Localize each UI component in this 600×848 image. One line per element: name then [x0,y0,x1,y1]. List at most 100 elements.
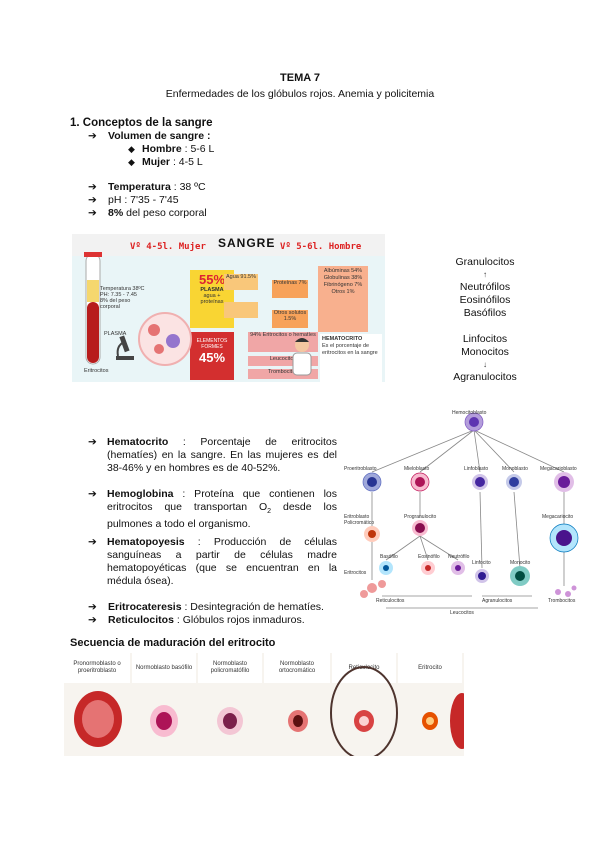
temperatura-line: ➔ Temperatura : 38 ºC [88,181,206,194]
lbl-eritrocitos: Eritrocitos [344,570,367,576]
sangre-infographic: Vº 4-5l. Mujer SANGRE Vº 5-6l. Hombre Te… [72,234,385,382]
eritrocateresis-term: Eritrocateresis [108,601,182,613]
proteinas-detail: Albúminas 54% Globulinas 38% Fibrinógeno… [318,266,368,332]
lbl-monoblasto: Monoblasto [502,466,528,472]
temperatura-value: : 38 ºC [173,181,206,193]
diamond-bullet-icon: ◆ [128,157,135,167]
lbl-reticulocitos: Reticulocitos [376,598,405,604]
reticulocitos-text: : Glóbulos rojos inmaduros. [173,614,305,626]
hematopoyesis-lines [360,412,579,609]
hematocrito-term: Hematocrito [107,436,169,448]
hematopoyesis-term: Hematopoyesis [107,536,185,548]
lbl-megacariocito: Megacariocito [542,514,574,520]
lbl-monocito: Monocito [510,560,531,566]
elementos-box: ELEMENTOS FORMES 45% [190,332,234,380]
plasma-sub: agua + proteínas [200,293,224,305]
plasma-label: PLASMA [200,287,224,293]
arrow-right-icon: ➔ [88,488,97,500]
peso-line: ➔8% del peso corporal [88,207,207,220]
diamond-bullet-icon: ◆ [128,144,135,154]
mujer-label: Mujer [142,156,171,168]
volumen-label: Volumen de sangre : [108,130,211,142]
ph-text: pH : 7'35 - 7'45 [108,194,179,206]
col-header-5: Eritrocito [398,653,462,683]
arrow-right-icon: ➔ [88,181,97,193]
proteinas-box: Proteínas 7% [272,280,308,298]
ph-line: ➔pH : 7'35 - 7'45 [88,194,179,207]
arrow-right-icon: ➔ [88,130,97,142]
lbl-eosinofilo: Eosinófilo [418,554,440,560]
hematocrito-text: : Porcentaje de eritrocitos (hematíes) e… [107,436,337,474]
lbl-proeritroblasto: Proeritroblasto [344,466,377,472]
albuminas-text: Albúminas 54% [323,268,363,274]
lbl-linfoblasto: Linfoblasto [464,466,489,472]
basofilos-label: Basófilos [463,307,507,319]
hombre-line: ◆ Hombre : 5-6 L [128,143,214,156]
hematocrito-note-def: Es el porcentaje de eritrocitos en la sa… [322,343,378,356]
hematopoyesis-def: Hematopoyesis : Producción de células sa… [107,536,337,588]
maduracion-cells [74,666,464,756]
reticulocitos-term: Reticulocitos [108,614,174,626]
arrow-right-icon: ➔ [88,601,97,613]
hematocrito-def: Hematocrito : Porcentaje de eritrocitos … [107,436,337,475]
arrow-right-icon: ➔ [88,436,97,448]
peso-text: del peso corporal [123,207,207,219]
hematocrito-note: HEMATOCRITO Es el porcentaje de eritroci… [320,334,382,382]
maduracion-title: Secuencia de maduración del eritrocito [70,637,276,649]
leucocitos-box: Leucocitos [248,356,318,366]
mujer-value: : 4-5 L [172,156,203,168]
ph-note: PH: 7.35 - 7.45 [100,292,137,298]
col-header-2: Normoblasto policromatófilo [198,653,262,683]
agranulocitos-label: Agranulocitos [453,371,517,383]
infographic-mujer: Vº 4-5l. Mujer [130,242,206,252]
infographic-title: SANGRE [218,236,276,250]
arrow-right-icon: ➔ [88,614,97,626]
down-arrow-icon: ↓ [483,360,487,369]
lbl-agranulocitos: Agranulocitos [482,598,513,604]
infographic-hombre: Vº 5-6l. Hombre [280,242,362,252]
elementos-label: ELEMENTOS FORMES [196,338,228,350]
neutrofilos-label: Neutrófilos [459,281,511,293]
lbl-mieloblasto: Mieloblasto [404,466,430,472]
hemoglobina-text2: desde los pulmones a todo el organismo. [107,501,337,531]
hemoglobina-term: Hemoglobina [107,488,174,500]
globulinas-text: Globulinas 38% [323,275,363,281]
temperatura-label: Temperatura [108,181,171,193]
hematopoyesis-diagram: Hemocitoblasto Proeritroblasto Mieloblas… [342,410,592,622]
hematocrito-note-label: HEMATOCRITO [322,336,363,342]
elementos-percent: 45% [198,350,226,365]
maduracion-strip: Pronormoblasto o proeritroblasto Normobl… [64,653,464,756]
lbl-megacarioblasto: Megacarioblasto [540,466,577,472]
up-arrow-icon: ↑ [483,270,487,279]
peso-note: 8% del peso corporal [100,298,131,310]
eosinofilos-label: Eosinófilos [459,294,511,306]
eritrocateresis-line: ➔ Eritrocateresis : Desintegración de hem… [88,601,324,614]
otros-solutos-small [224,302,258,318]
arrow-right-icon: ➔ [88,536,97,548]
microscope-icon [116,335,134,360]
hombre-label: Hombre [142,143,182,155]
page-title: TEMA 7 [280,72,320,84]
page-subtitle: Enfermedades de los glóbulos rojos. Anem… [165,88,435,100]
blood-cells-image [138,312,192,366]
plasma-percent: 55% [198,272,226,287]
peso-bold: 8% [108,207,124,219]
tube-bottom-label: Eritrocitos [84,368,109,374]
eritrocateresis-text: : Desintegración de hematíes. [181,601,324,613]
lbl-neutrofilo: Neutrófilo [448,554,470,560]
mujer-line: ◆ Mujer : 4-5 L [128,156,203,169]
monocitos-label: Monocitos [461,346,509,358]
col-header-0: Pronormoblasto o proeritroblasto [64,653,130,683]
test-tube-icon [84,252,102,365]
lbl-leucocitos: Leucocitos [450,610,474,616]
hemoglobina-def: Hemoglobina : Proteína que contienen los… [107,488,337,531]
lbl-hemocitoblasto: Hemocitoblasto [452,410,487,416]
lbl-basofilo: Basófilo [380,554,398,560]
col-header-3: Normoblasto ortocromático [264,653,330,683]
temp-note: Temperatura 38ºC [100,286,145,292]
hombre-value: : 5-6 L [184,143,215,155]
lbl-eritroblasto: Eritroblasto Policromático [344,514,375,526]
hematopoyesis-text: : Producción de células sanguíneas a par… [107,536,337,587]
lbl-linfocito: Linfocito [472,560,491,566]
section-heading: 1. Conceptos de la sangre [70,117,213,129]
